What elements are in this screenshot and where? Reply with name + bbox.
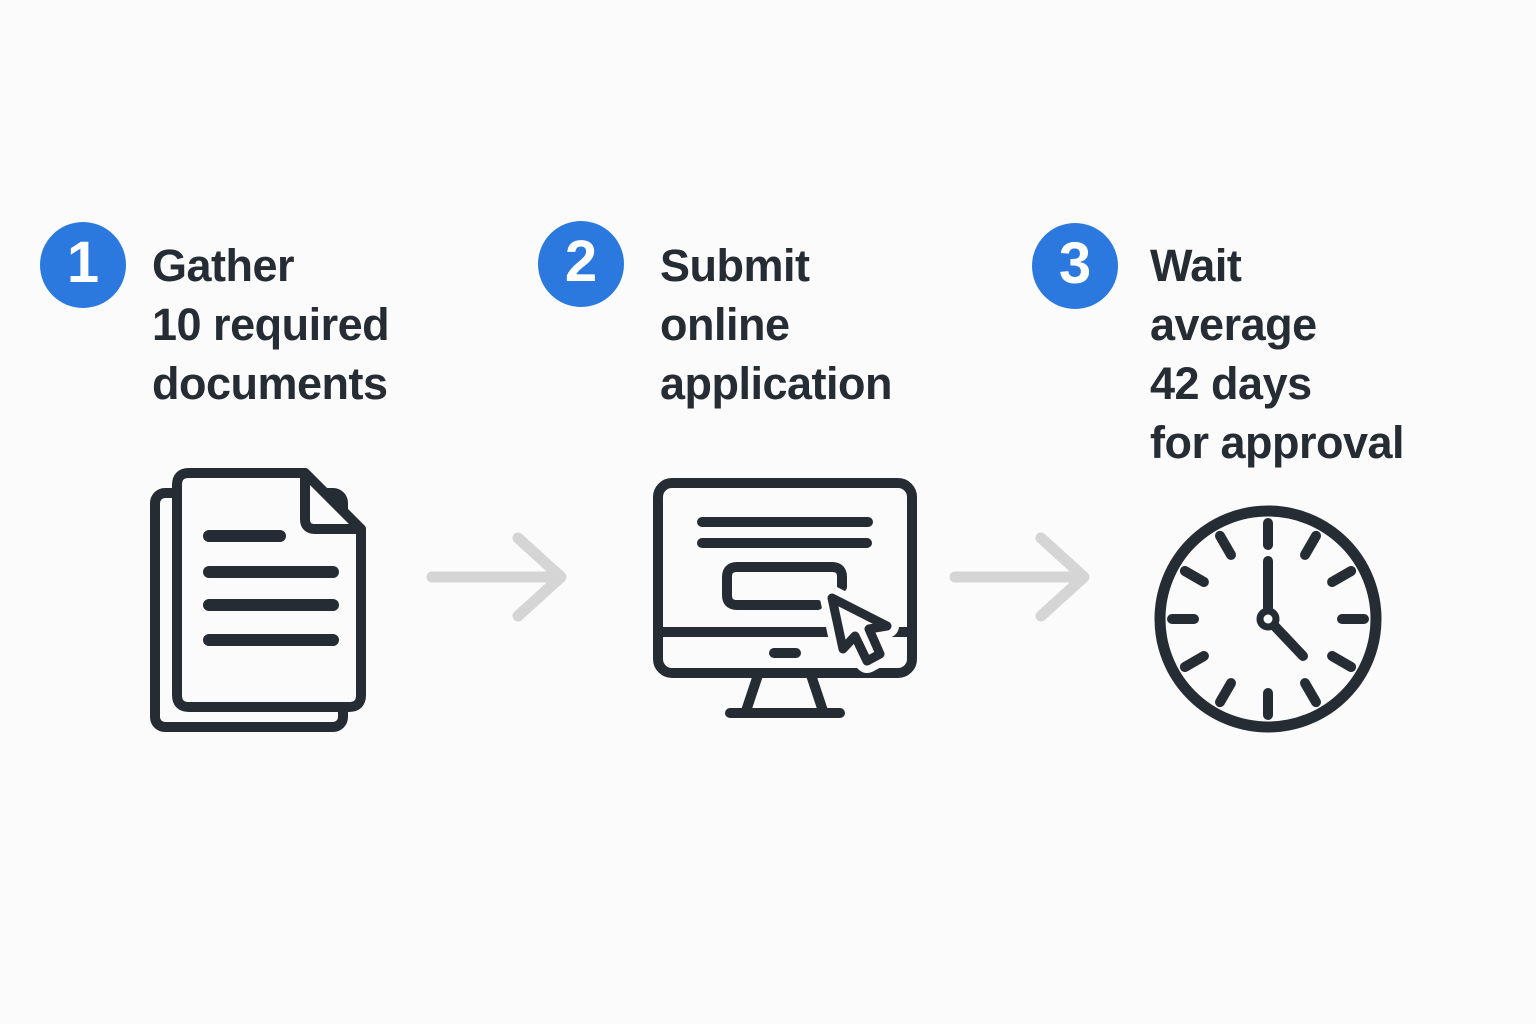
cursor-arrow-icon: [827, 593, 892, 666]
stand-leg: [806, 673, 828, 713]
monitor-frame: [653, 478, 917, 678]
clock-icon: [1154, 505, 1382, 733]
monitor-cursor-icon: [653, 478, 917, 718]
arrow-right-icon: [426, 532, 567, 622]
step-label-line: average: [1150, 299, 1317, 350]
step-label-line: Gather: [152, 240, 295, 291]
clock-face: [1154, 505, 1382, 733]
step-number-2: 2: [564, 229, 598, 294]
step-label-line: 42 days: [1150, 358, 1312, 409]
step-label-line: for approval: [1150, 417, 1405, 468]
step-label-3: Wait average 42 days for approval: [1150, 236, 1405, 472]
step-label-line: Wait: [1150, 240, 1242, 291]
step-label-line: application: [660, 358, 893, 409]
step-label-line: 10 required: [152, 299, 390, 350]
clock-ticks: [1167, 518, 1369, 720]
form-button: [722, 562, 847, 610]
page-fold: [300, 468, 366, 534]
step-label-line: online: [660, 299, 790, 350]
step-badge-3: 3: [1032, 223, 1118, 309]
step-badge-2: 2: [538, 221, 624, 307]
documents-icon: [150, 468, 366, 732]
step-label-line: Submit: [660, 240, 810, 291]
step-number-1: 1: [66, 230, 100, 295]
clock-center-dot: [1256, 607, 1280, 631]
step-number-3: 3: [1058, 231, 1092, 296]
step-label-line: documents: [152, 358, 388, 409]
step-badge-1: 1: [40, 222, 126, 308]
stand-leg: [741, 673, 763, 713]
arrow-right-icon: [949, 532, 1090, 622]
front-page: [172, 468, 366, 712]
step-label-1: Gather 10 required documents: [152, 236, 390, 413]
step-label-2: Submit online application: [660, 236, 893, 413]
